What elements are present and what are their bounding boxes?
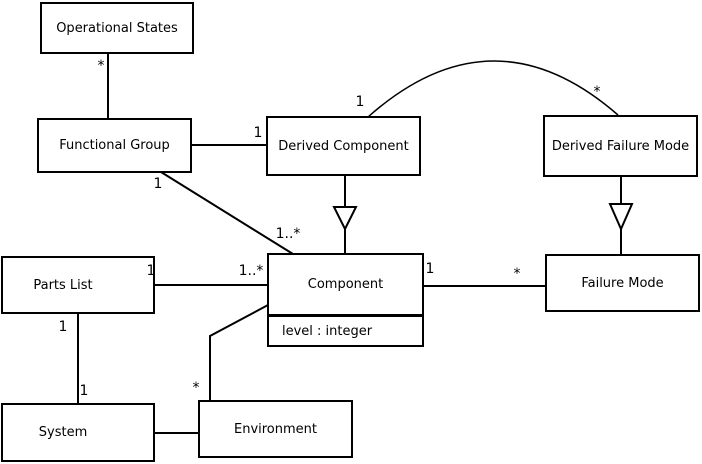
class-derived-failure-mode-label: Derived Failure Mode: [551, 138, 690, 154]
mult-environment-star: *: [192, 380, 200, 396]
generalization-triangle-failure-mode-icon: [608, 203, 634, 232]
class-system-label: System: [38, 425, 88, 440]
class-component-attributes-compartment: level : integer: [269, 317, 422, 345]
class-failure-mode: Failure Mode: [545, 254, 700, 312]
mult-failure-mode-star: *: [513, 266, 521, 282]
edge-environment-component: [209, 304, 269, 400]
mult-component-one-right: 1: [425, 261, 435, 277]
mult-component-one-to-many-left: 1..*: [238, 263, 264, 279]
mult-parts-list-system-one-lower: 1: [79, 383, 89, 399]
edge-arc-derived-component-derived-failure-mode: [367, 60, 619, 118]
mult-parts-list-one: 1: [146, 263, 156, 279]
class-functional-group: Functional Group: [37, 118, 192, 173]
class-component-attribute-level: level : integer: [282, 323, 373, 339]
class-component: Component level : integer: [267, 253, 424, 347]
class-derived-component-label: Derived Component: [278, 138, 409, 154]
class-operational-states: Operational States: [40, 2, 194, 54]
class-component-name-compartment: Component: [269, 255, 422, 317]
class-parts-list: Parts List: [1, 256, 155, 314]
mult-operational-states-star: *: [97, 58, 105, 74]
class-derived-failure-mode: Derived Failure Mode: [543, 115, 698, 177]
class-parts-list-label: Parts List: [33, 277, 93, 293]
class-system: System: [1, 403, 155, 462]
class-derived-component: Derived Component: [266, 116, 421, 176]
generalization-triangle-component-icon: [332, 206, 358, 232]
class-environment-label: Environment: [233, 421, 317, 437]
edge-functional-group-component: [160, 171, 294, 255]
class-functional-group-label: Functional Group: [59, 138, 170, 153]
class-environment: Environment: [198, 400, 353, 458]
class-failure-mode-label: Failure Mode: [581, 275, 664, 291]
mult-component-one-to-many-upper: 1..*: [275, 226, 301, 242]
mult-arc-derived-component-one: 1: [355, 94, 365, 110]
mult-functional-group-one: 1: [153, 176, 163, 192]
class-operational-states-label: Operational States: [56, 20, 178, 36]
mult-derived-component-one: 1: [253, 125, 263, 141]
mult-parts-list-system-one-upper: 1: [58, 319, 68, 335]
mult-arc-derived-failure-mode-star: *: [593, 84, 601, 100]
class-component-label: Component: [307, 277, 384, 292]
